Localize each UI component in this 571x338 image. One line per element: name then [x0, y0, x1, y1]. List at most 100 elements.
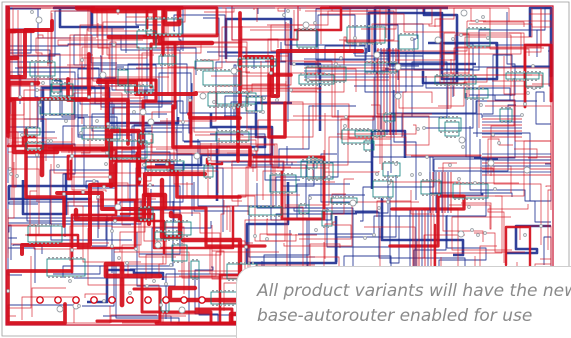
via [314, 228, 318, 232]
pin-pad [436, 74, 438, 76]
pin-pad [204, 69, 206, 71]
pin-pad [64, 276, 66, 278]
pin-pad [247, 95, 249, 97]
pin-pad [142, 29, 144, 31]
signal-trace [145, 200, 225, 280]
pin-pad [148, 132, 150, 134]
signal-trace [411, 7, 441, 27]
pin-pad [356, 25, 358, 27]
pin-pad [111, 139, 113, 141]
pin-pad [386, 197, 388, 199]
pin-pad [300, 213, 302, 215]
pin-pad [396, 161, 398, 163]
via [434, 36, 442, 44]
pin-pad [238, 91, 240, 93]
pin-pad [332, 203, 334, 205]
pin-pad [255, 57, 257, 59]
pin-pad [29, 242, 31, 244]
pin-pad [115, 126, 117, 128]
pin-pad [271, 66, 273, 68]
pin-pad [336, 203, 338, 205]
bottom-trace [8, 201, 91, 205]
pin-pad [365, 150, 367, 152]
pin-pad [258, 215, 260, 217]
signal-trace [12, 7, 103, 56]
pin-pad [343, 65, 345, 67]
pin-pad [382, 61, 384, 63]
pin-pad [31, 149, 33, 151]
pin-pad [347, 143, 349, 145]
pin-pad [312, 168, 314, 170]
pin-pad [382, 197, 384, 199]
pin-pad [316, 73, 318, 75]
pin-pad [360, 136, 362, 138]
pin-pad [230, 91, 232, 93]
connector-pad [162, 296, 170, 304]
signal-trace [162, 313, 212, 323]
pin-pad [52, 257, 54, 259]
pin-pad [57, 242, 59, 244]
pin-pad [83, 139, 85, 141]
signal-trace [447, 8, 533, 109]
pin-pad [144, 206, 146, 208]
pin-pad [380, 136, 382, 138]
pin-pad [167, 17, 169, 19]
pin-pad [438, 194, 440, 196]
pin-pad [347, 128, 349, 130]
pin-pad [312, 179, 314, 181]
pin-pad [130, 84, 132, 86]
pin-pad [240, 262, 242, 264]
pin-pad [224, 290, 226, 292]
pin-pad [175, 17, 177, 19]
pin-pad [151, 159, 153, 161]
pin-pad [306, 47, 308, 49]
pin-pad [365, 139, 367, 141]
power-trace [171, 104, 252, 167]
via [114, 203, 122, 211]
pin-pad [164, 54, 166, 56]
pin-pad [436, 84, 438, 86]
pin-pad [509, 107, 511, 109]
signal-trace [300, 115, 430, 166]
power-trace [66, 77, 130, 146]
pin-pad [470, 98, 472, 100]
via [335, 195, 339, 199]
caption-line-1: All product variants will have the new [257, 281, 571, 301]
pin-pad [328, 179, 330, 181]
pin-pad [142, 92, 144, 94]
pin-pad [52, 96, 54, 98]
pin-pad [535, 79, 537, 81]
pin-pad [464, 74, 466, 76]
signal-trace [283, 201, 419, 247]
pin-pad [53, 114, 55, 116]
pin-pad [505, 107, 507, 109]
pin-pad [212, 85, 214, 87]
pin-pad [160, 230, 162, 232]
pin-pad [225, 106, 227, 108]
signal-trace [7, 154, 40, 236]
signal-trace [102, 42, 242, 96]
pin-pad [64, 257, 66, 259]
pin-pad [174, 235, 176, 237]
pin-pad [531, 79, 533, 81]
pin-pad [177, 243, 179, 245]
signal-trace [434, 195, 503, 254]
pin-pad [434, 179, 436, 181]
pin-pad [422, 179, 424, 181]
pin-pad [310, 28, 312, 30]
pin-pad [172, 230, 174, 232]
pin-pad [196, 69, 198, 71]
component-outline [216, 92, 257, 105]
pin-pad [208, 59, 210, 61]
pin-pad [150, 48, 152, 50]
pin-pad [242, 91, 244, 93]
via [520, 113, 524, 117]
pin-pad [56, 82, 58, 84]
pin-pad [33, 224, 35, 226]
power-trace [66, 154, 141, 186]
via [15, 174, 19, 178]
pin-pad [344, 203, 346, 205]
via [56, 305, 64, 313]
pin-pad [302, 177, 304, 179]
signal-trace [195, 134, 244, 136]
